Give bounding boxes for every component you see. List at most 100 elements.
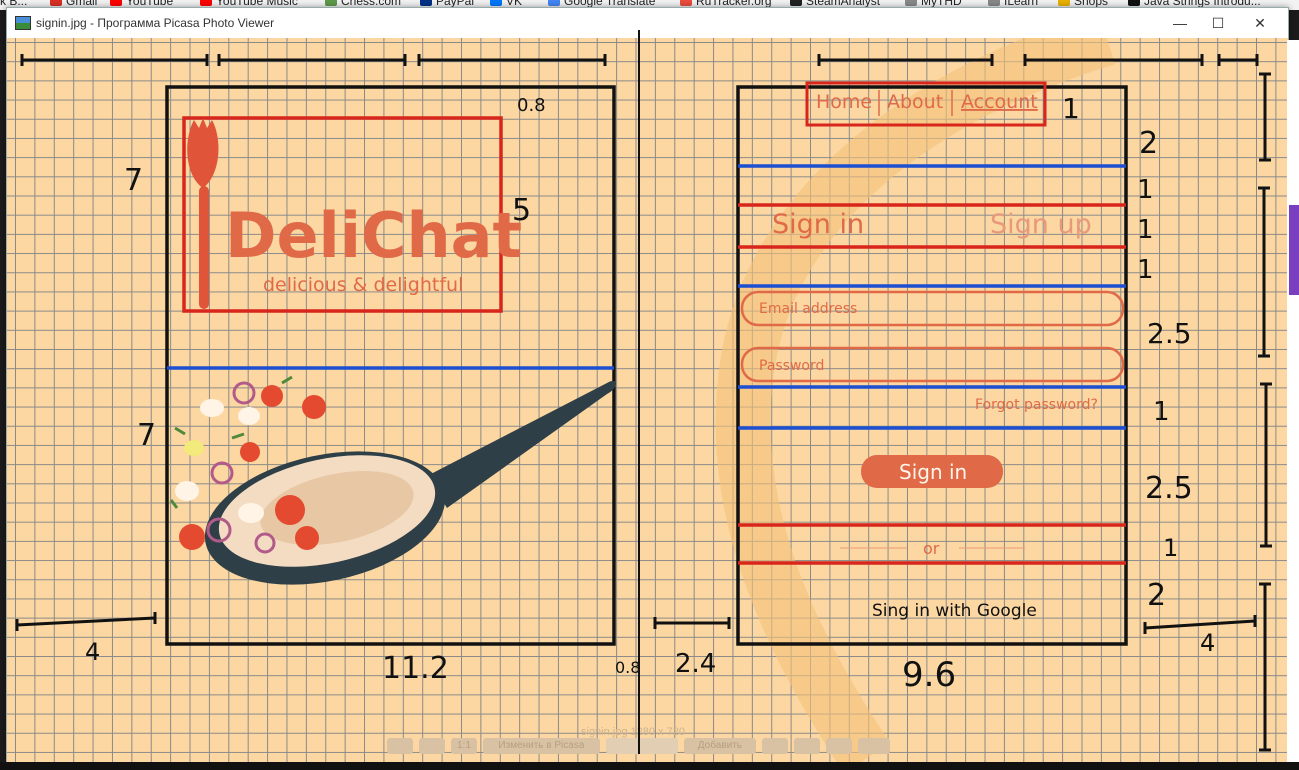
add-button[interactable]: Добавить: [683, 738, 756, 754]
annotation-right-width: 9.6: [902, 655, 956, 695]
steam-icon: [790, 0, 802, 6]
annotation-r5: 1: [1137, 255, 1154, 285]
left-margin-bracket: [15, 612, 157, 631]
viewer-toolbar: 1:1 Изменить в Picasa Добавить: [387, 738, 890, 754]
bookmark-ilearn[interactable]: ILearn: [988, 0, 1038, 8]
bookmark-google-translate[interactable]: Google Translate: [548, 0, 655, 8]
email-placeholder: Email address: [759, 301, 857, 317]
nav-about[interactable]: About: [887, 91, 943, 113]
background-window-accent: [1289, 205, 1299, 295]
left-frame: [165, 85, 616, 646]
prev-small-button[interactable]: [387, 738, 413, 754]
hackerrank-icon: [1128, 0, 1140, 6]
annotation-top-margin: 0.8: [517, 95, 546, 116]
annotation-r8: 2.5: [1145, 471, 1193, 506]
annotation-r9: 1: [1163, 534, 1178, 562]
nav-box: [805, 81, 1047, 127]
annotation-r7: 1: [1153, 397, 1170, 427]
close-button[interactable]: ✕: [1254, 15, 1266, 31]
youtube-icon: [110, 0, 122, 6]
image-center-fold: [638, 30, 640, 754]
bookmark-youtube-music[interactable]: YouTube Music: [200, 0, 298, 8]
rutracker-icon: [680, 0, 692, 6]
picasa-window: signin.jpg - Программа Picasa Photo View…: [6, 7, 1289, 763]
gap-bracket: [653, 617, 731, 629]
sign-in-button[interactable]: [861, 455, 1003, 488]
right-frame: [736, 85, 1128, 646]
password-placeholder: Password: [759, 358, 824, 374]
google-sign-in-link[interactable]: Sing in with Google: [872, 601, 1037, 621]
play-slideshow-button[interactable]: [605, 738, 678, 754]
tab-sign-up[interactable]: Sign up: [990, 209, 1092, 240]
right-margin-bracket: [1143, 615, 1257, 634]
print-icon[interactable]: [825, 738, 852, 754]
frying-pan-illustration: [169, 375, 616, 585]
picasa-app-icon: [15, 16, 31, 30]
sign-in-button-label: Sign in: [899, 460, 967, 484]
or-label: or: [923, 539, 940, 558]
background-window-edge: [1287, 40, 1299, 770]
forgot-password-link[interactable]: Forgot password?: [975, 397, 1098, 413]
youtube-music-icon: [200, 0, 212, 6]
annotation-r3: 1: [1137, 175, 1154, 205]
annotation-gap2: 2.4: [675, 649, 716, 679]
background-swoosh: [715, 38, 1115, 762]
logo-tagline: delicious & delightful: [263, 274, 463, 296]
paypal-icon: [420, 0, 432, 6]
wireframe-sketch: DeliChat delicious & delightful: [15, 38, 1272, 762]
annotation-r2: 2: [1139, 126, 1158, 161]
top-dimension-brackets: [20, 54, 1259, 66]
logo-box: [182, 116, 503, 313]
more-options-icon[interactable]: [857, 738, 890, 754]
bookmark-rutracker[interactable]: RuTracker.org: [680, 0, 772, 8]
annotation-r1: 1: [1062, 92, 1080, 125]
nav-home[interactable]: Home: [816, 91, 872, 113]
email-field[interactable]: [740, 290, 1125, 327]
vk-icon: [490, 0, 502, 6]
translate-icon: [548, 0, 560, 6]
annotation-r10: 2: [1147, 578, 1166, 613]
annotation-gap: 0.8: [615, 658, 640, 677]
bookmark-java[interactable]: Java Strings Introdu...: [1128, 0, 1261, 8]
folder-icon: [1058, 0, 1070, 6]
rotate-right-icon[interactable]: [793, 738, 820, 754]
annotation-r6: 2.5: [1147, 317, 1192, 350]
bookmark-shops[interactable]: Shops: [1058, 0, 1108, 8]
mythd-icon: [905, 0, 917, 6]
password-field[interactable]: [740, 346, 1125, 383]
title-bar[interactable]: signin.jpg - Программа Picasa Photo View…: [7, 8, 1288, 38]
spoon-icon: [187, 118, 219, 309]
gmail-icon: [50, 0, 62, 6]
minimize-button[interactable]: —: [1173, 15, 1187, 31]
annotation-logo-height: 7: [124, 163, 143, 198]
image-caption: signin.jpg 1280 x 720: [581, 726, 685, 738]
annotation-left-margin: 4: [85, 638, 100, 666]
bookmark-gmail[interactable]: Gmail: [50, 0, 97, 8]
bookmark-chess[interactable]: Chess.com: [325, 0, 401, 8]
actual-size-button[interactable]: 1:1: [451, 738, 477, 754]
bookmark[interactable]: k B...: [0, 0, 28, 8]
taskbar-edge: [0, 762, 1299, 770]
bookmark-steamanalyst[interactable]: SteamAnalyst: [790, 0, 880, 8]
vertical-dimension-brackets: [1258, 72, 1272, 752]
annotation-left-width: 11.2: [382, 651, 449, 686]
annotation-r4: 1: [1137, 215, 1154, 245]
rotate-left-icon[interactable]: [761, 738, 788, 754]
bookmark-vk[interactable]: VK: [490, 0, 522, 8]
tab-sign-in[interactable]: Sign in: [772, 209, 864, 240]
ilearn-icon: [988, 0, 1000, 6]
edit-in-picasa-button[interactable]: Изменить в Picasa: [482, 738, 600, 754]
annotation-pan-height: 7: [137, 418, 156, 453]
bookmark-youtube[interactable]: YouTube: [110, 0, 173, 8]
bookmark-paypal[interactable]: PayPal: [420, 0, 474, 8]
annotation-right-margin: 4: [1200, 629, 1215, 657]
logo-text: DeliChat: [225, 199, 522, 272]
bookmark-mythd[interactable]: MyTHD: [905, 0, 962, 8]
nav-account[interactable]: Account: [961, 91, 1038, 113]
annotation-logo-box-height: 5: [512, 193, 531, 228]
zoom-button[interactable]: [419, 738, 445, 754]
window-title: signin.jpg - Программа Picasa Photo View…: [36, 16, 275, 30]
image-viewer: DeliChat delicious & delightful: [7, 38, 1288, 762]
bookmarks-bar: k B... Gmail YouTube YouTube Music Chess…: [0, 0, 1299, 10]
maximize-button[interactable]: ☐: [1211, 15, 1225, 31]
